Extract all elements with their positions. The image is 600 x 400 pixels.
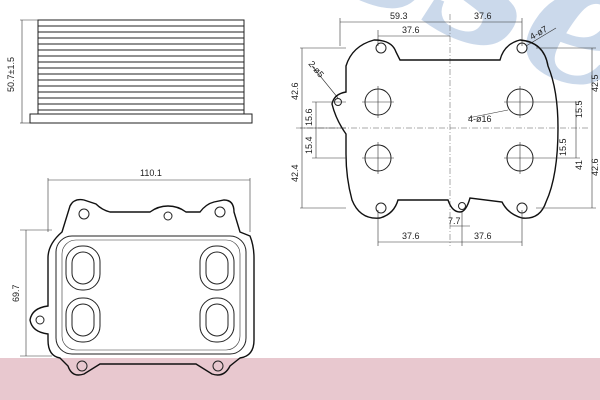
flange-top-right-dim: 37.6 bbox=[474, 11, 492, 21]
front-view-port-tl bbox=[65, 245, 101, 291]
flange-bottom-small-dim: 7.7 bbox=[448, 216, 461, 226]
flange-left-dim-3: 15.4 bbox=[304, 136, 314, 154]
flange-left-dim-4: 42.4 bbox=[290, 164, 300, 182]
flange-mount-hole-tr bbox=[516, 42, 528, 54]
side-view-plates bbox=[37, 19, 245, 115]
side-view-height-dim: 50.7±1.5 bbox=[6, 57, 16, 92]
flange-pin-hole-bottom bbox=[458, 202, 466, 210]
front-view-mount-hole-bl bbox=[76, 360, 88, 372]
flange-port-tr bbox=[504, 86, 536, 118]
flange-mount-hole-tl bbox=[375, 42, 387, 54]
flange-right-dim-2: 15.5 bbox=[574, 100, 584, 118]
flange-port-bl bbox=[362, 142, 394, 174]
front-view-mount-hole-top bbox=[163, 211, 173, 221]
front-view-mount-hole-tl bbox=[78, 208, 90, 220]
front-view-mount-hole-left bbox=[35, 315, 45, 325]
flange-right-dim-3: 15.5 bbox=[558, 138, 568, 156]
flange-port-br bbox=[504, 142, 536, 174]
side-view: 50.7±1.5 bbox=[6, 19, 253, 124]
front-view-flange-outline bbox=[29, 198, 255, 376]
flange-port-tl bbox=[362, 86, 394, 118]
front-view: 110.1 69.7 bbox=[11, 168, 255, 376]
front-view-width-dim: 110.1 bbox=[140, 168, 162, 178]
flange-hole-big-label: 4-ø16 bbox=[468, 114, 492, 124]
flange-view: 59.3 37.6 37.6 4-ø7 2-ø5 bbox=[290, 11, 600, 246]
side-view-base bbox=[29, 113, 253, 124]
flange-outline bbox=[331, 39, 559, 219]
flange-right-dim-1: 42.5 bbox=[590, 74, 600, 92]
flange-top-inner-left-dim: 37.6 bbox=[402, 25, 420, 35]
watermark: Nissens bbox=[29, 145, 31, 151]
flange-left-dim-1: 42.6 bbox=[290, 82, 300, 100]
flange-right-dim-5: 42.6 bbox=[590, 158, 600, 176]
front-view-port-bl bbox=[65, 297, 101, 343]
front-view-mount-hole-br bbox=[212, 360, 224, 372]
front-view-inner-outline bbox=[55, 235, 247, 355]
footer-band bbox=[0, 358, 600, 400]
flange-left-dim-2: 15.6 bbox=[304, 108, 314, 126]
front-view-port-br bbox=[199, 297, 235, 343]
front-view-mount-hole-tr bbox=[214, 206, 226, 218]
flange-bottom-left-dim: 37.6 bbox=[402, 231, 420, 241]
front-view-height-dim: 69.7 bbox=[11, 284, 21, 302]
flange-right-dim-4: 41 bbox=[574, 160, 584, 170]
front-view-port-tr bbox=[199, 245, 235, 291]
flange-bottom-right-dim: 37.6 bbox=[474, 231, 492, 241]
flange-top-outer-dim: 59.3 bbox=[390, 11, 408, 21]
flange-mount-hole-bl bbox=[375, 202, 387, 214]
flange-hole-tiny-label: 2-ø5 bbox=[306, 59, 326, 80]
